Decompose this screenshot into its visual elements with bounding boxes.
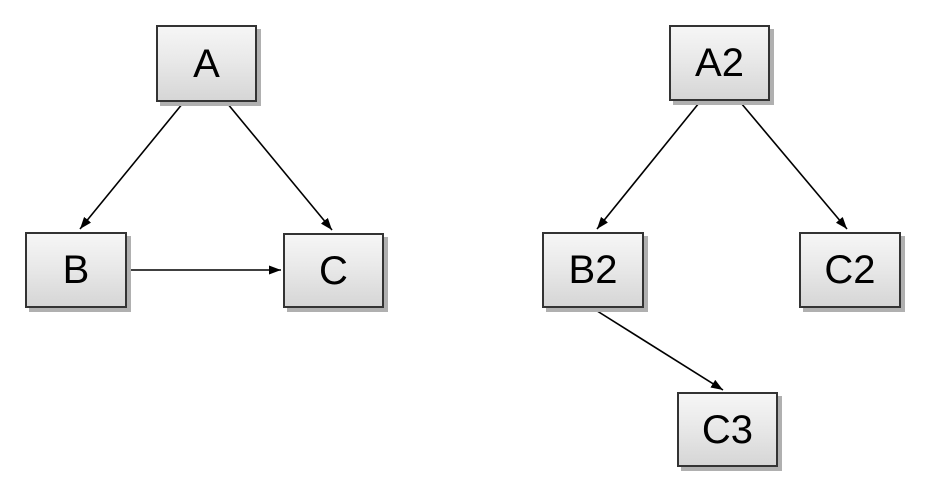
node-a[interactable]: A [156,25,257,102]
node-b[interactable]: B [25,232,127,308]
node-b2-label: B2 [568,248,618,292]
edge-a-b [79,102,184,230]
node-a2[interactable]: A2 [669,25,770,101]
node-b-label: B [62,248,90,292]
node-a2-label: A2 [695,41,744,85]
node-a-label: A [193,41,220,86]
edge-a-c [226,102,333,231]
node-c3-label: C3 [701,407,754,452]
edge-a2-c2 [740,102,848,230]
node-b2[interactable]: B2 [542,232,644,308]
edge-b2-c3 [593,308,724,391]
edge-a2-b2 [596,102,700,230]
node-c2[interactable]: C2 [799,232,901,308]
node-c-label: C [319,248,348,293]
node-c2-label: C2 [824,248,876,292]
node-c3[interactable]: C3 [677,392,778,467]
node-c[interactable]: C [283,233,384,308]
